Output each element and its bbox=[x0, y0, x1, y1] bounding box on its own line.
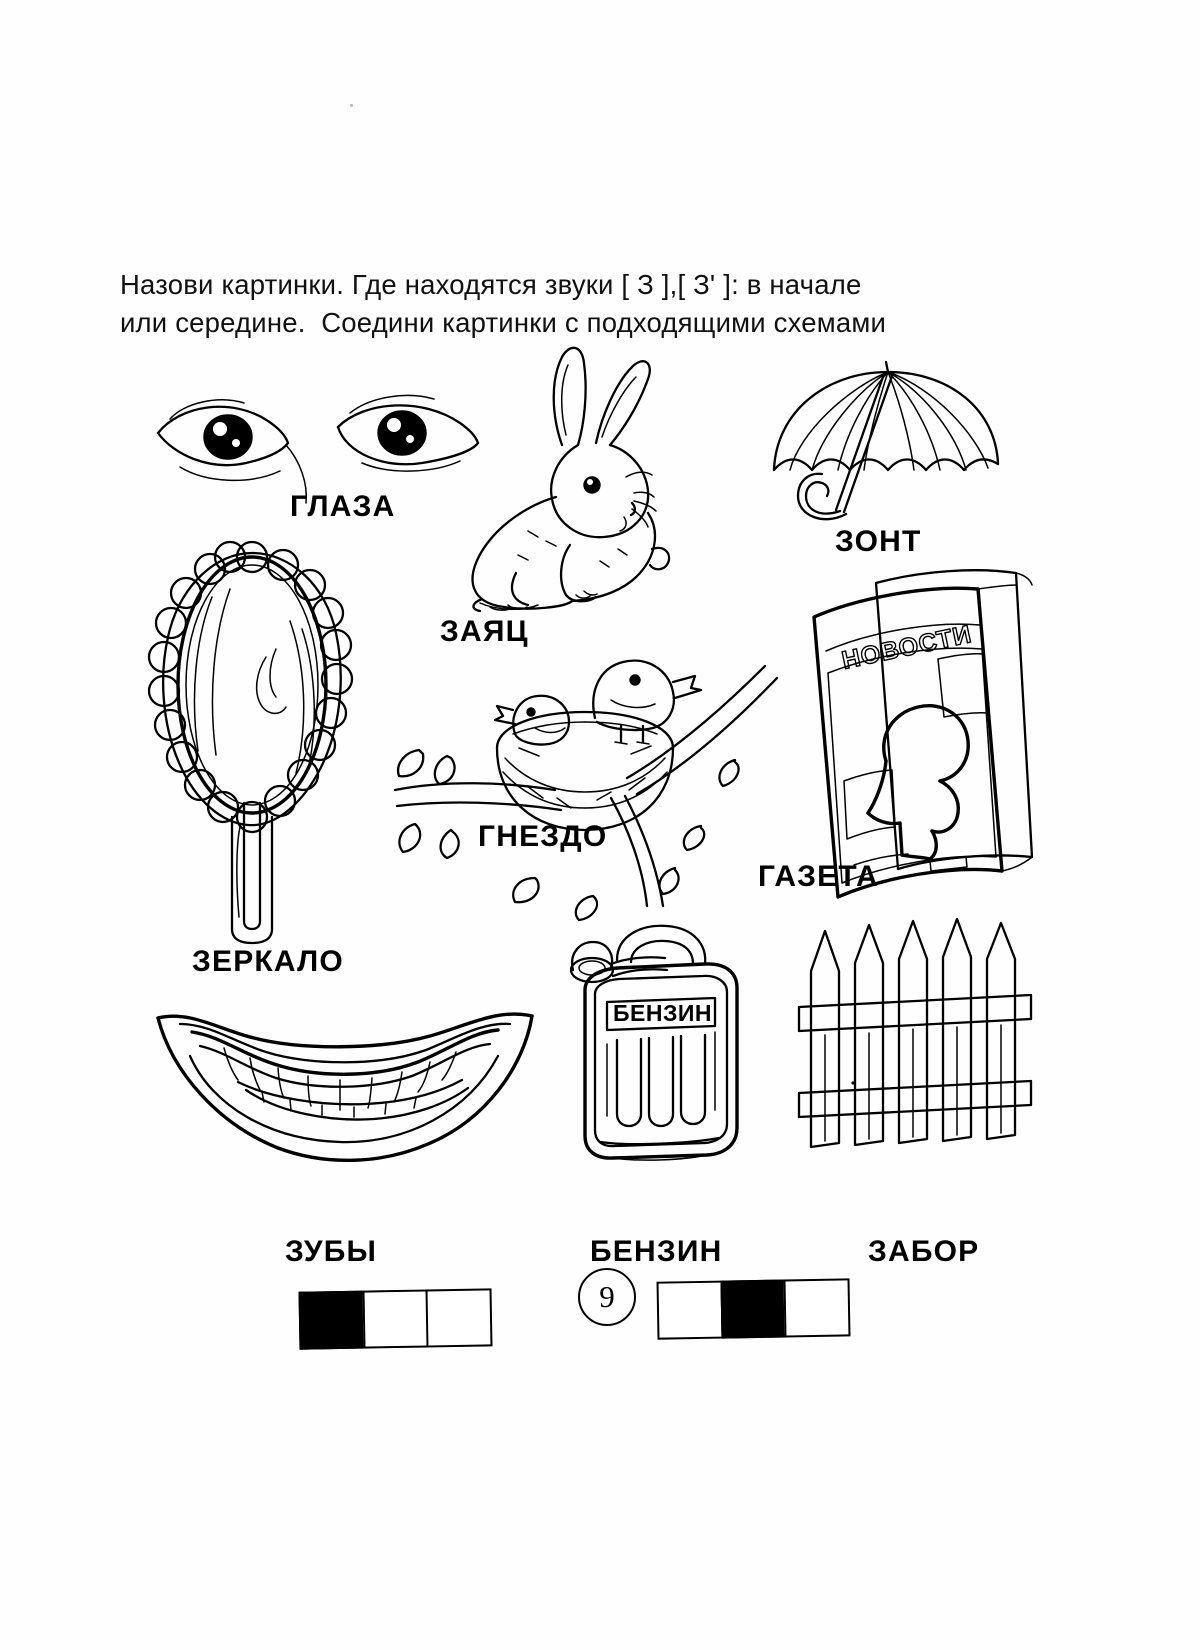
page-number: 9 bbox=[578, 1268, 636, 1326]
picture-gascan: БЕНЗИН bbox=[555, 920, 755, 1170]
gascan-label-text: БЕНЗИН bbox=[613, 1000, 712, 1026]
eyes-illustration bbox=[156, 394, 480, 504]
label-mirror: ЗЕРКАЛО bbox=[192, 945, 344, 978]
label-umbrella: ЗОНТ bbox=[835, 525, 922, 558]
schema-cell bbox=[720, 1279, 788, 1339]
picture-umbrella bbox=[760, 360, 1010, 560]
schema-cell bbox=[656, 1280, 724, 1340]
schema-cell bbox=[362, 1289, 430, 1349]
picture-eyes bbox=[140, 375, 480, 505]
picture-hare bbox=[420, 345, 720, 625]
label-newspaper: ГАЗЕТА bbox=[758, 860, 879, 893]
hand-mirror-illustration bbox=[147, 540, 354, 945]
label-gascan: БЕНЗИН bbox=[590, 1235, 723, 1268]
umbrella-illustration bbox=[772, 360, 1000, 521]
scan-speck bbox=[350, 104, 353, 107]
instructions-line-1: Назови картинки. Где находятся звуки [ З… bbox=[120, 269, 862, 300]
label-eyes: ГЛАЗА bbox=[290, 490, 396, 523]
bird-nest-illustration bbox=[393, 659, 779, 922]
newspaper-illustration: НОВОСТИ bbox=[812, 569, 1034, 899]
schema-cell bbox=[298, 1290, 366, 1350]
label-nest: ГНЕЗДО bbox=[478, 820, 608, 853]
label-fence: ЗАБОР bbox=[868, 1235, 980, 1268]
fence-illustration bbox=[797, 917, 1033, 1149]
schema-sound-at-start[interactable] bbox=[298, 1288, 493, 1350]
picture-fence bbox=[795, 915, 1035, 1165]
instructions-line-2: или середине. Соедини картинки с подходя… bbox=[120, 307, 887, 338]
teeth-illustration bbox=[156, 1012, 534, 1163]
schema-sound-in-middle[interactable] bbox=[656, 1278, 851, 1340]
label-teeth: ЗУБЫ bbox=[285, 1235, 378, 1268]
hare-illustration bbox=[471, 346, 671, 613]
instructions-text: Назови картинки. Где находятся звуки [ З… bbox=[120, 266, 1050, 342]
picture-mirror bbox=[140, 540, 370, 945]
label-hare: ЗАЯЦ bbox=[440, 615, 529, 648]
gas-can-illustration: БЕНЗИН bbox=[569, 924, 739, 1161]
schema-cell bbox=[783, 1278, 851, 1338]
schema-cell bbox=[425, 1288, 493, 1348]
picture-newspaper: НОВОСТИ bbox=[780, 565, 1040, 905]
picture-nest bbox=[385, 630, 785, 922]
picture-teeth bbox=[150, 1000, 540, 1165]
